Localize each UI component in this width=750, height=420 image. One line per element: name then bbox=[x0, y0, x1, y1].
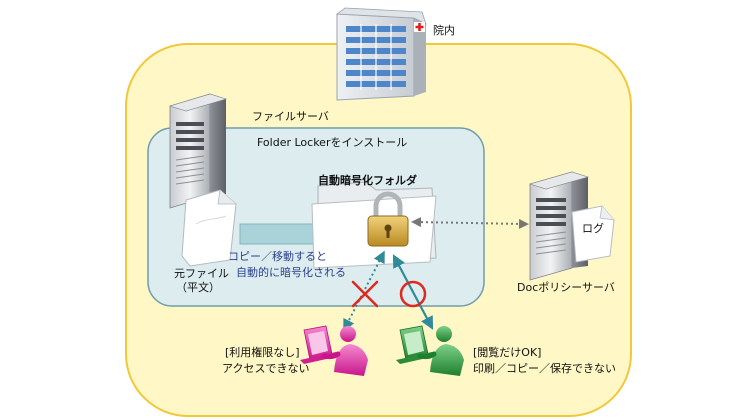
user-allowed-icon bbox=[396, 325, 464, 376]
policy-sync-line bbox=[411, 217, 529, 229]
user-allowed-label-line2: 印刷／コピー／保存できない bbox=[473, 362, 616, 375]
x-mark-icon bbox=[351, 280, 379, 308]
hospital-building-icon bbox=[335, 7, 427, 101]
padlock-icon bbox=[367, 191, 409, 247]
allowed-access-line bbox=[392, 254, 434, 330]
circle-ok-icon bbox=[399, 280, 427, 308]
user-denied-icon bbox=[300, 325, 368, 376]
file-server-label: ファイルサーバ bbox=[252, 110, 329, 123]
user-denied-label-line1: [利用権限なし] bbox=[225, 346, 300, 359]
original-file-label-line1: 元ファイル bbox=[174, 267, 229, 280]
hospital-label: 院内 bbox=[433, 24, 455, 37]
user-denied-label-line2: アクセスできない bbox=[222, 362, 310, 375]
denied-access-line bbox=[343, 250, 385, 332]
user-allowed-label-line1: [閲覧だけOK] bbox=[473, 346, 542, 359]
original-file-label-line2: （平文） bbox=[176, 281, 220, 294]
encrypted-folder-label: 自動暗号化フォルダ bbox=[318, 174, 417, 187]
copy-note-line2: 自動的に暗号化される bbox=[236, 266, 346, 279]
log-document-icon bbox=[571, 205, 615, 263]
copy-note-line1: コピー／移動すると bbox=[228, 250, 327, 263]
log-label: ログ bbox=[582, 222, 604, 235]
file-server-icon bbox=[168, 93, 228, 209]
original-file-icon bbox=[181, 189, 237, 267]
policy-server-label: Docポリシーサーバ bbox=[517, 281, 615, 294]
install-label: Folder Lockerをインストール bbox=[257, 136, 408, 149]
